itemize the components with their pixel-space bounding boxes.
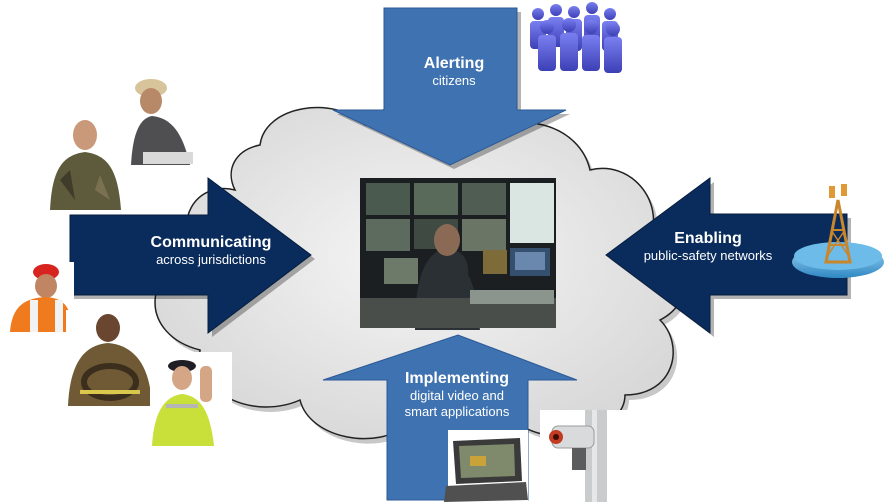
construction-worker-photo [8,262,74,332]
implementing-subtitle-line2: smart applications [404,403,510,419]
implementing-subtitle-line1: digital video and [410,388,504,404]
implementing-label: Implementing digital video and smart app… [380,369,534,419]
enabling-title: Enabling [674,230,742,247]
alerting-arrow [332,7,567,166]
enabling-subtitle: public-safety networks [643,248,773,264]
implementing-title: Implementing [404,370,509,387]
reporter-photo [131,77,194,165]
communication-tower-icon [792,184,884,278]
communicating-title: Communicating [150,234,272,251]
alerting-subtitle: citizens [432,73,476,89]
alerting-title: Alerting [423,55,485,72]
enabling-label: Enabling public-safety networks [608,229,808,264]
communicating-subtitle: across jurisdictions [156,252,266,268]
control-room-photo [360,178,556,330]
alerting-label: Alerting citizens [392,54,516,89]
soldier-photo [45,118,123,210]
enabling-arrow [605,177,848,334]
communicating-label: Communicating across jurisdictions [118,233,304,268]
rugged-laptop-photo [444,430,528,502]
crowd-icon [530,2,622,73]
surveillance-camera-photo [540,410,628,502]
communicating-arrow [69,177,312,335]
firefighter-photo [66,310,154,406]
police-officer-photo [150,352,232,448]
